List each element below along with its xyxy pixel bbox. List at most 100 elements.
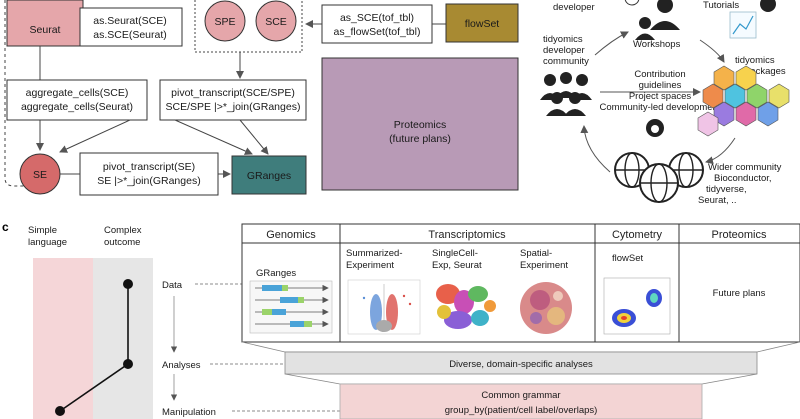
complex-band [93, 258, 153, 419]
analyses-bar [284, 351, 758, 375]
pivot-diag-arrow [174, 119, 253, 155]
as-sce-line2: as_flowSet(tof_tbl) [334, 26, 421, 38]
dev-community-line3: community [543, 56, 589, 67]
volcano-plot-thumbnail [347, 279, 421, 335]
omics-table: Genomics Transcriptomics Cytometry Prote… [241, 223, 800, 343]
node-manipulation [55, 406, 65, 416]
contribution-line2: guidelines [639, 80, 682, 91]
node-analyses [123, 359, 133, 369]
funnel-lines-lower [284, 373, 758, 385]
simple-line2: language [28, 237, 67, 248]
header-genomics: Genomics [266, 229, 316, 241]
github-icon-top [760, 0, 776, 12]
aggregate-box [6, 79, 148, 121]
granges-box [231, 155, 307, 195]
community-diagram: developer Tutorials tidyomics developer … [540, 0, 790, 206]
as-seurat-line2: as.SCE(Seurat) [93, 29, 167, 41]
package-hexagons [697, 65, 790, 137]
path-analyses-manip [59, 363, 129, 412]
spe-col-line1: Spatial- [520, 248, 552, 259]
packages-line1: tidyomics [735, 55, 775, 66]
sce-circle [255, 0, 297, 42]
dev-community-line1: tidyomics [543, 34, 583, 45]
sce-col-line1: SingleCell- [432, 248, 478, 259]
arrow-top-to-packages [699, 39, 725, 63]
pivot-down-arrow [239, 119, 269, 155]
aggregate-line1: aggregate_cells(SCE) [26, 87, 129, 99]
flowset-box [445, 3, 519, 43]
spe-label: SPE [214, 16, 235, 28]
contribution-line1: Contribution [634, 69, 685, 80]
as-sce-box [321, 4, 433, 44]
pivot-sce-box [159, 79, 307, 121]
spatial-plot-thumbnail [520, 282, 572, 334]
proteomics-line2: (future plans) [389, 133, 451, 145]
node-data [123, 279, 133, 289]
developer-label: developer [553, 2, 595, 13]
sce-dotted-frame [194, 0, 303, 53]
as-seurat-box [79, 7, 183, 47]
spe-col-line2: Experiment [520, 260, 568, 271]
wider-line4: Seurat, .. [698, 195, 737, 206]
tutorials-label: Tutorials [703, 0, 739, 11]
se-label: SE [33, 169, 47, 181]
header-proteomics: Proteomics [711, 229, 767, 241]
genomics-granges: GRanges [256, 268, 296, 279]
grammar-box [339, 383, 703, 419]
simple-line1: Simple [28, 225, 57, 236]
complexity-axis: Simple language Complex outcome Data Ana… [28, 225, 340, 419]
proteomics-box [321, 57, 519, 191]
grammar-line2: group_by(patient/cell label/overlaps) [445, 405, 598, 416]
analyses-bar-label: Diverse, domain-specific analyses [449, 359, 593, 370]
pivot-se-box [79, 152, 219, 196]
complex-line1: Complex [104, 225, 142, 236]
arrow-dev-to-top [594, 31, 629, 56]
cytometry-flowset: flowSet [612, 253, 644, 264]
grammar-line1: Common grammar [481, 390, 560, 401]
contribution-line4: Community-led development [600, 102, 721, 113]
pivot-se-line2: SE |>*_join(GRanges) [97, 175, 200, 187]
complex-line2: outcome [104, 237, 140, 248]
person-icon-top [650, 0, 680, 30]
proteomics-line1: Proteomics [394, 119, 447, 131]
granges-track-figure [249, 280, 333, 334]
globe-icons [614, 152, 704, 203]
as-seurat-line1: as.Seurat(SCE) [93, 15, 167, 27]
workshops-label: Workshops [633, 39, 681, 50]
tutorials-graph-icon [729, 11, 757, 39]
flowset-label: flowSet [465, 18, 500, 30]
pivot-se-line1: pivot_transcript(SE) [103, 161, 195, 173]
aggregate-diag-arrow [59, 119, 131, 153]
pivot-sce-line1: pivot_transcript(SCE/SPE) [171, 87, 295, 99]
github-icon-mid [646, 119, 664, 137]
se-col-line2: Experiment [346, 260, 394, 271]
simple-band [33, 258, 93, 419]
pivot-sce-line2: SCE/SPE |>*_join(GRanges) [166, 101, 301, 113]
dev-community-line2: developer [543, 45, 585, 56]
spe-circle [204, 0, 246, 42]
packages-line2: packages [745, 66, 786, 77]
level-analyses: Analyses [162, 360, 201, 371]
arrow-wider-to-dev [580, 125, 611, 173]
wider-line2: Bioconductor, [714, 173, 772, 184]
funnel-lines [241, 341, 800, 353]
seurat-box [6, 0, 84, 47]
workshops-people-icon [635, 17, 655, 40]
granges-label: GRanges [247, 170, 291, 182]
table-frame [241, 223, 800, 343]
proteomics-future: Future plans [713, 288, 766, 299]
se-col-line1: Summarized- [346, 248, 403, 259]
header-transcriptomics: Transcriptomics [428, 229, 506, 241]
level-data: Data [162, 280, 183, 291]
seurat-label: Seurat [30, 24, 61, 36]
header-cytometry: Cytometry [612, 229, 663, 241]
umap-plot-thumbnail [436, 284, 496, 329]
arrow-packages-to-wider [705, 137, 736, 165]
sce-label: SCE [265, 16, 287, 28]
wider-line3: tidyverse, [706, 184, 747, 195]
aggregate-line2: aggregate_cells(Seurat) [21, 101, 133, 113]
as-sce-line1: as_SCE(tof_tbl) [340, 12, 414, 24]
person-icon-top-left [624, 0, 640, 6]
